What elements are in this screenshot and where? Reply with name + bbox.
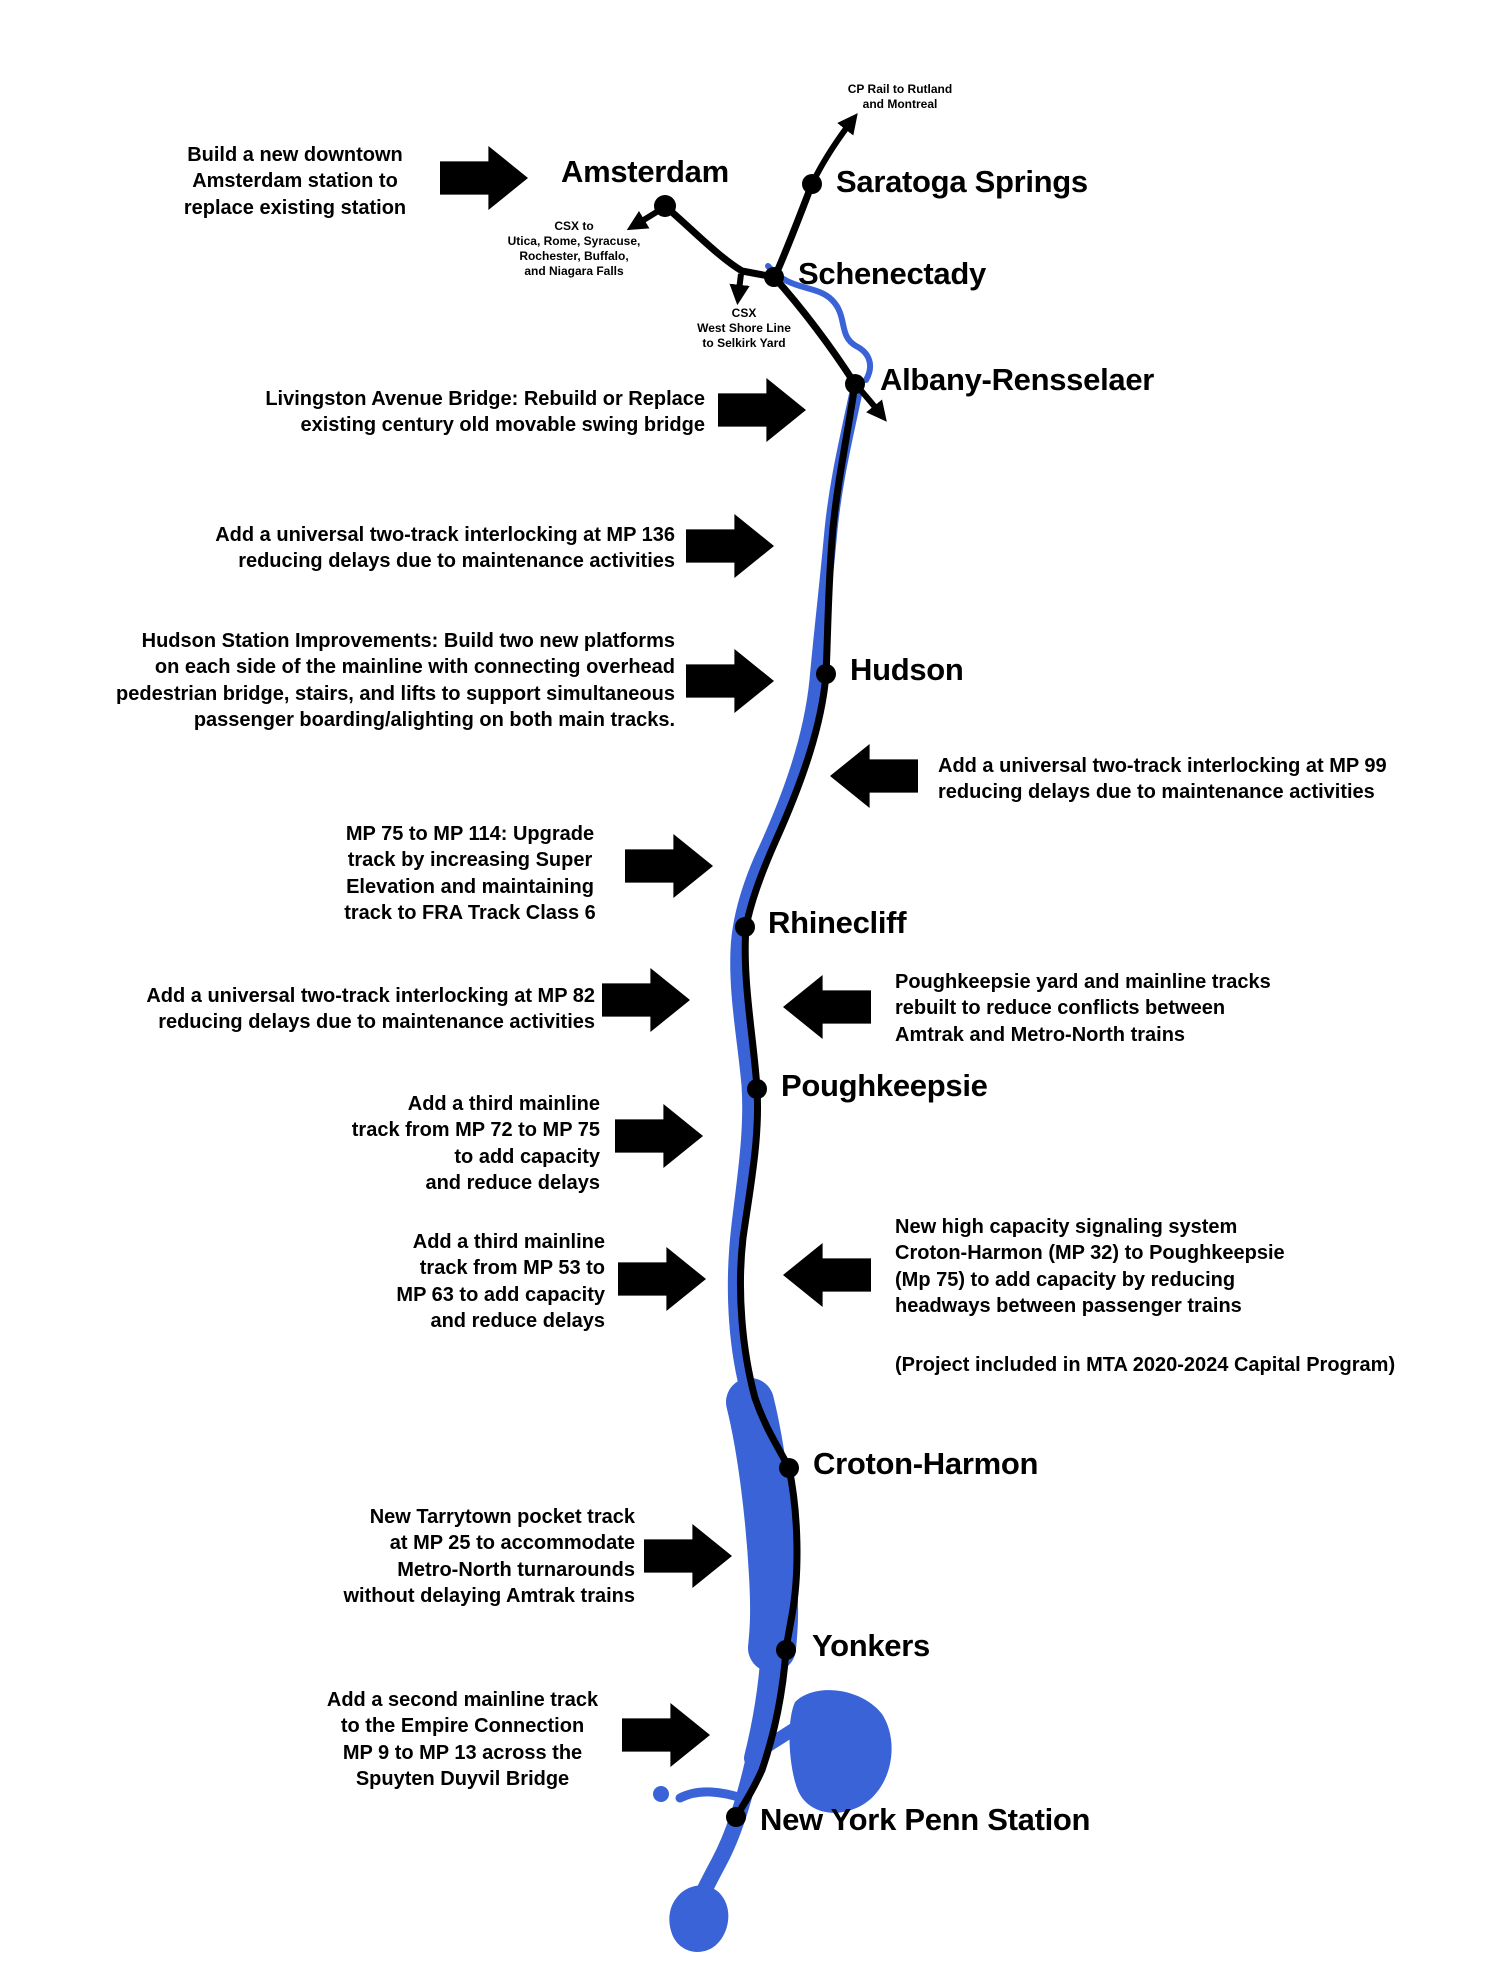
harlem-river-water-body xyxy=(789,1690,892,1813)
station-label-schenectady: Schenectady xyxy=(798,256,986,291)
station-dot-rhinecliff xyxy=(735,917,755,937)
station-label-poughkeepsie: Poughkeepsie xyxy=(781,1068,988,1103)
hudson-manhattan-arm xyxy=(689,1754,761,1914)
creek-arm-west xyxy=(675,1787,747,1803)
upper-bay-water-body xyxy=(669,1885,729,1952)
annotation-third-track-mp53-63: Add a third mainline track from MP 53 to… xyxy=(396,1231,605,1333)
annotation-interlocking-mp82: Add a universal two-track interlocking a… xyxy=(146,985,595,1034)
hudson-river-tappan-zee xyxy=(726,1378,799,1672)
annotation-signaling-system-note: (Project included in MTA 2020-2024 Capit… xyxy=(895,1354,1396,1376)
station-dot-new-york-penn xyxy=(726,1807,746,1827)
pond-west xyxy=(653,1786,669,1802)
station-dot-saratoga-springs xyxy=(802,174,822,194)
station-label-yonkers: Yonkers xyxy=(812,1628,930,1663)
annotation-track-upgrade-mp75-114: MP 75 to MP 114: Upgrade track by increa… xyxy=(344,823,596,925)
branch-label-csx-selkirk: CSX West Shore Line to Selkirk Yard xyxy=(697,306,791,350)
annotation-third-track-mp72-75: Add a third mainline track from MP 72 to… xyxy=(351,1093,600,1195)
station-dot-hudson xyxy=(816,664,836,684)
station-label-saratoga-springs: Saratoga Springs xyxy=(836,164,1088,199)
station-dot-poughkeepsie xyxy=(747,1079,767,1099)
station-label-rhinecliff: Rhinecliff xyxy=(768,905,907,940)
annotation-poughkeepsie-yard: Poughkeepsie yard and mainline tracks re… xyxy=(895,971,1271,1046)
annotation-tarrytown-pocket-track: New Tarrytown pocket track at MP 25 to a… xyxy=(343,1506,635,1608)
annotation-hudson-station: Hudson Station Improvements: Build two n… xyxy=(116,630,675,732)
station-label-new-york-penn: New York Penn Station xyxy=(760,1802,1091,1837)
station-dot-yonkers xyxy=(776,1640,796,1660)
annotation-interlocking-mp99: Add a universal two-track interlocking a… xyxy=(938,755,1387,804)
rail-cp-branch xyxy=(811,113,858,182)
annotation-signaling-system: New high capacity signaling system Croto… xyxy=(895,1216,1285,1318)
station-dot-albany-rensselaer xyxy=(845,374,865,394)
rail-mainline xyxy=(662,203,859,1819)
branch-label-cp-rail: CP Rail to Rutland and Montreal xyxy=(847,82,953,111)
annotation-empire-connection: Add a second mainline track to the Empir… xyxy=(326,1689,599,1791)
station-dot-croton-harmon xyxy=(779,1458,799,1478)
annotation-interlocking-mp136: Add a universal two-track interlocking a… xyxy=(215,524,675,573)
station-label-albany-rensselaer: Albany-Rensselaer xyxy=(880,362,1155,397)
station-label-amsterdam: Amsterdam xyxy=(561,154,729,189)
station-label-hudson: Hudson xyxy=(850,652,964,687)
branch-label-csx-west: CSX to Utica, Rome, Syracuse, Rochester,… xyxy=(507,219,641,278)
station-dot-amsterdam xyxy=(654,195,676,217)
rail-selkirk-branch xyxy=(729,273,750,306)
annotation-amsterdam-station: Build a new downtown Amsterdam station t… xyxy=(183,144,407,219)
annotation-livingston-bridge: Livingston Avenue Bridge: Rebuild or Rep… xyxy=(265,388,705,437)
station-label-croton-harmon: Croton-Harmon xyxy=(813,1446,1039,1481)
station-dot-schenectady xyxy=(764,267,784,287)
mohawk-river xyxy=(765,263,874,383)
